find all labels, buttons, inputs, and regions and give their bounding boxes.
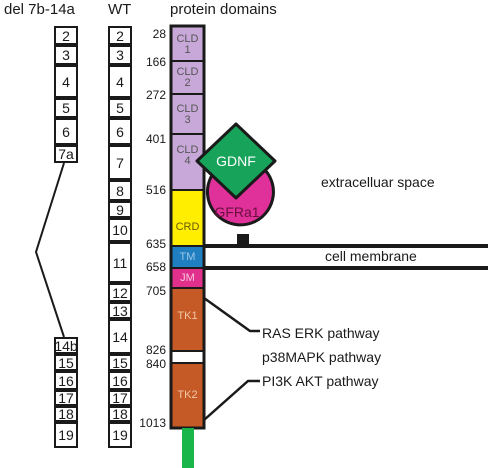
domain-label-cld1: CLD 1 bbox=[171, 28, 204, 61]
domain-separators bbox=[171, 60, 204, 364]
wt-exon: 9 bbox=[108, 201, 132, 218]
position-label: 658 bbox=[145, 260, 166, 274]
position-label: 840 bbox=[145, 357, 166, 371]
wt-exon: 11 bbox=[108, 242, 132, 283]
wt-exon: 18 bbox=[108, 406, 132, 422]
position-label: 1013 bbox=[139, 416, 166, 430]
gfra1-label: GFRa1 bbox=[214, 204, 260, 220]
domain-label-cld2-number: 2 bbox=[184, 76, 191, 89]
position-label: 401 bbox=[145, 132, 166, 146]
deletion-exon: 17 bbox=[54, 390, 78, 406]
domain-label-cld3-number: 3 bbox=[184, 114, 191, 126]
wt-exon: 10 bbox=[108, 218, 132, 242]
domain-label-tk2: TK2 bbox=[177, 388, 198, 401]
deletion-exon: 7a bbox=[54, 145, 78, 163]
deletion-exon: 15 bbox=[54, 354, 78, 371]
wt-exon: 7 bbox=[108, 145, 132, 180]
deletion-exon: 19 bbox=[54, 422, 78, 448]
wt-exon: 19 bbox=[108, 422, 132, 448]
domain-label-cld1-number: 1 bbox=[184, 43, 191, 56]
pointer-tk2 bbox=[203, 379, 260, 421]
gdnf-label: GDNF bbox=[216, 153, 256, 169]
wt-exon: 15 bbox=[108, 354, 132, 371]
wt-exon: 6 bbox=[108, 118, 132, 145]
domain-jm bbox=[171, 268, 204, 288]
pathway-label-ras-erk: RAS ERK pathway bbox=[262, 325, 380, 341]
deletion-exon: 5 bbox=[54, 98, 78, 118]
header-protein-domains: protein domains bbox=[170, 1, 277, 18]
domain-cld1 bbox=[171, 26, 204, 61]
domain-label-cld4-name: CLD bbox=[176, 144, 199, 156]
domain-label-cld4-number: 4 bbox=[184, 155, 191, 167]
wt-exon: 13 bbox=[108, 302, 132, 319]
cell-membrane-label: cell membrane bbox=[325, 248, 417, 264]
domain-label-cld3: CLD 3 bbox=[171, 96, 204, 134]
position-label: 705 bbox=[145, 284, 166, 298]
domain-label-cld2-name: CLD bbox=[176, 65, 199, 78]
deletion-exon: 16 bbox=[54, 371, 78, 390]
domain-label-cld1-name: CLD bbox=[176, 32, 199, 45]
domain-label-crd: CRD bbox=[175, 220, 200, 233]
domain-crd bbox=[171, 190, 204, 246]
domain-tk2 bbox=[171, 363, 204, 428]
position-label: 635 bbox=[145, 237, 166, 251]
wt-exon: 12 bbox=[108, 283, 132, 302]
wt-exon: 2 bbox=[108, 26, 132, 45]
deletion-exon: 14b bbox=[54, 337, 78, 354]
position-label: 272 bbox=[145, 88, 166, 102]
domain-label-cld3-name: CLD bbox=[176, 103, 199, 115]
header-deletion: del 7b-14a bbox=[4, 1, 75, 18]
pathway-label-pi3k-akt: PI3K AKT pathway bbox=[262, 373, 379, 389]
deletion-exon: 2 bbox=[54, 26, 78, 45]
wt-exon: 5 bbox=[108, 98, 132, 118]
deletion-exon: 6 bbox=[54, 118, 78, 145]
wt-exon: 4 bbox=[108, 65, 132, 98]
domain-cld3 bbox=[171, 94, 204, 134]
domain-label-cld2: CLD 2 bbox=[171, 61, 204, 94]
wt-exon: 16 bbox=[108, 371, 132, 390]
domain-tk1 bbox=[171, 288, 204, 351]
deletion-exon: 3 bbox=[54, 45, 78, 65]
domain-label-tm: TM bbox=[179, 250, 196, 263]
domain-label-cld4: CLD 4 bbox=[171, 136, 204, 176]
wt-exon: 17 bbox=[108, 390, 132, 406]
deletion-connector bbox=[34, 162, 65, 338]
pointer-tk1 bbox=[203, 296, 260, 333]
header-wild-type: WT bbox=[108, 1, 132, 18]
deletion-exon: 4 bbox=[54, 65, 78, 98]
domain-tm bbox=[171, 246, 204, 268]
c-terminal-tail bbox=[182, 428, 194, 468]
domain-label-tk1: TK1 bbox=[177, 309, 198, 322]
domain-cld2 bbox=[171, 61, 204, 94]
domain-label-jm: JM bbox=[180, 271, 195, 284]
extracellular-space-label: extracelluar space bbox=[321, 174, 435, 190]
position-label: 826 bbox=[145, 343, 166, 357]
wt-exon: 8 bbox=[108, 180, 132, 201]
wt-exon: 14 bbox=[108, 319, 132, 354]
pathway-label-p38mapk: p38MAPK pathway bbox=[262, 349, 382, 365]
position-label: 28 bbox=[152, 27, 166, 41]
domain-gap bbox=[171, 351, 204, 363]
gdnf-shape bbox=[195, 122, 277, 200]
position-label: 166 bbox=[145, 55, 166, 69]
deletion-exon: 18 bbox=[54, 406, 78, 422]
gfra1-anchor bbox=[237, 234, 249, 247]
position-label: 516 bbox=[145, 183, 166, 197]
wt-exon: 3 bbox=[108, 45, 132, 65]
